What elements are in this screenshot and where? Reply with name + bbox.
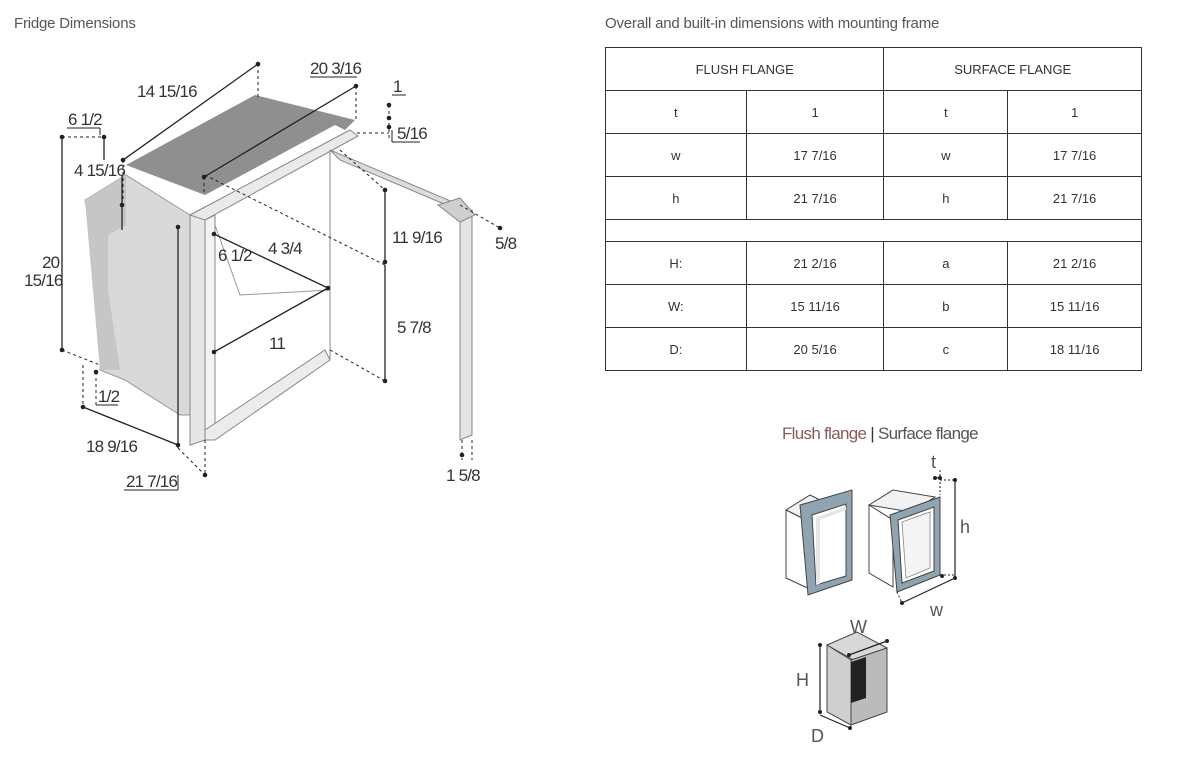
dim-4-3-4: 4 3/4 — [268, 239, 302, 258]
flange-separator: | — [870, 424, 874, 443]
dim-6-1-2-top: 6 1/2 — [68, 110, 102, 129]
fridge-top-surface — [126, 95, 355, 195]
table-cell: 15 11/16 — [1007, 284, 1142, 328]
table-row: h 21 7/16 h 21 7/16 — [605, 176, 1142, 220]
fridge-dimensions-title: Fridge Dimensions — [14, 15, 136, 32]
dim-18-9-16: 18 9/16 — [86, 437, 137, 456]
dim-6-1-2-inner: 6 1/2 — [218, 246, 252, 265]
table-cell: c — [883, 327, 1009, 371]
dim-11: 11 — [269, 334, 285, 353]
table-cell: 1 — [745, 90, 885, 134]
surface-flange-illustration: t h w — [867, 452, 970, 620]
table-cell: D: — [605, 327, 747, 371]
cutout-H-label: H — [796, 670, 809, 690]
dim-20-b: 15/16 — [24, 271, 63, 290]
fridge-side-shade — [85, 175, 126, 370]
flange-t-label: t — [931, 452, 936, 472]
table-row: W: 15 11/16 b 15 11/16 — [605, 284, 1142, 328]
dim-1-5-8: 1 5/8 — [446, 466, 480, 485]
table-cell: a — [883, 241, 1009, 285]
table-cell: 1 — [1007, 90, 1142, 134]
table-cell: 21 7/16 — [745, 176, 885, 220]
dim-21-7-16: 21 7/16 — [126, 472, 177, 491]
dim-5-8: 5/8 — [495, 234, 517, 253]
dim-11-9-16: 11 9/16 — [392, 228, 442, 247]
table-row: D: 20 5/16 c 18 11/16 — [605, 327, 1142, 371]
table-cell: 15 11/16 — [745, 284, 885, 328]
flange-h-label: h — [960, 517, 970, 537]
dim-20-a: 20 — [42, 253, 60, 272]
table-cell: t — [883, 90, 1009, 134]
table-row: t 1 t 1 — [605, 90, 1142, 134]
flange-legend: Flush flange | Surface flange — [782, 424, 979, 444]
table-cell: t — [605, 90, 747, 134]
frame-bottom-bar — [204, 349, 331, 441]
dim-20-3-16: 20 3/16 — [310, 59, 361, 78]
dimensions-table: FLUSH FLANGE SURFACE FLANGE t 1 t 1 w 17… — [604, 47, 1142, 371]
cutout-illustration: W H D — [796, 617, 889, 746]
cutout-W-label: W — [850, 617, 867, 637]
table-cell: 20 5/16 — [745, 327, 885, 371]
dim-4-15-16: 4 15/16 — [74, 161, 125, 180]
flush-flange-label: Flush flange — [782, 424, 867, 443]
cutout-D-label: D — [811, 726, 824, 746]
table-cell: 18 11/16 — [1007, 327, 1142, 371]
dim-5-7-8: 5 7/8 — [397, 318, 431, 337]
dim-5-16: 5/16 — [397, 124, 427, 143]
side-panel-end — [436, 197, 476, 223]
table-row: H: 21 2/16 a 21 2/16 — [605, 241, 1142, 285]
flush-flange-illustration — [784, 489, 853, 596]
surface-flange-label: Surface flange — [878, 424, 979, 443]
dim-1-2: 1/2 — [98, 387, 120, 406]
dim-1: 1 — [393, 77, 402, 96]
frame-top-bar — [188, 129, 359, 221]
dim-14-15-16: 14 15/16 — [137, 82, 197, 101]
built-in-dimensions-title: Overall and built-in dimensions with mou… — [605, 15, 940, 32]
table-cell: 21 2/16 — [1007, 241, 1142, 285]
flange-w-label: w — [929, 600, 944, 620]
